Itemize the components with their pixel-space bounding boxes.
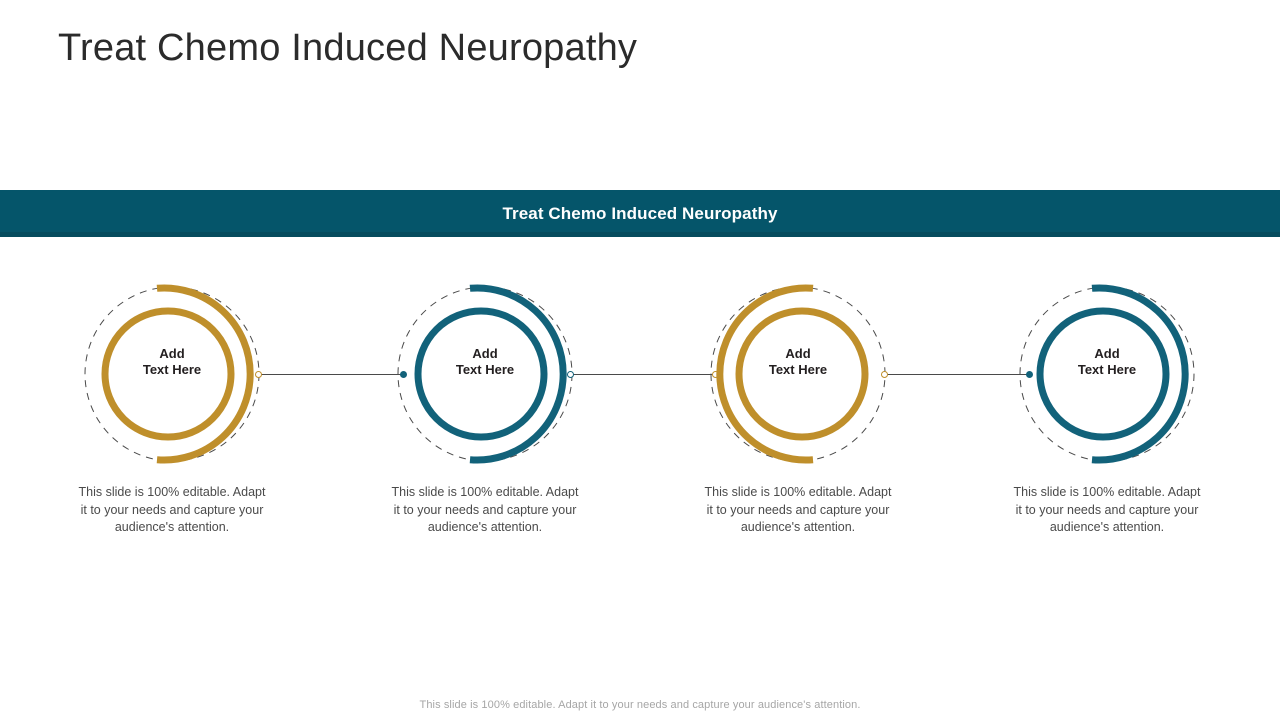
node-3-description: This slide is 100% editable. Adapt it to… [704, 485, 892, 534]
connector-1-2 [255, 371, 407, 378]
diagram-node-1[interactable]: Add Text Here This slide is 100% editabl… [62, 262, 282, 582]
node-1-rings [62, 262, 282, 482]
connector-2-3-line [570, 374, 716, 375]
node-3-rings [688, 262, 908, 482]
node-2-description: This slide is 100% editable. Adapt it to… [391, 485, 579, 534]
node-1-description: This slide is 100% editable. Adapt it to… [78, 485, 266, 534]
connector-3-4-line [884, 374, 1030, 375]
process-diagram: Add Text Here This slide is 100% editabl… [0, 262, 1280, 592]
diagram-node-4[interactable]: Add Text Here This slide is 100% editabl… [997, 262, 1217, 582]
node-2-rings [375, 262, 595, 482]
banner-title: Treat Chemo Induced Neuropathy [502, 203, 778, 223]
node-4-rings [997, 262, 1217, 482]
connector-3-4-start-dot [881, 371, 888, 378]
connector-1-2-start-dot [255, 371, 262, 378]
connector-1-2-end-dot [400, 371, 407, 378]
node-4-description: This slide is 100% editable. Adapt it to… [1013, 485, 1201, 534]
connector-2-3-start-dot [567, 371, 574, 378]
connector-3-4-end-dot [1026, 371, 1033, 378]
diagram-node-2[interactable]: Add Text Here This slide is 100% editabl… [375, 262, 595, 582]
page-title: Treat Chemo Induced Neuropathy [58, 27, 638, 69]
section-banner: Treat Chemo Induced Neuropathy [0, 190, 1280, 237]
footer-note: This slide is 100% editable. Adapt it to… [419, 699, 861, 711]
connector-1-2-line [258, 374, 404, 375]
diagram-node-3[interactable]: Add Text Here This slide is 100% editabl… [688, 262, 908, 582]
connector-3-4 [881, 371, 1033, 378]
